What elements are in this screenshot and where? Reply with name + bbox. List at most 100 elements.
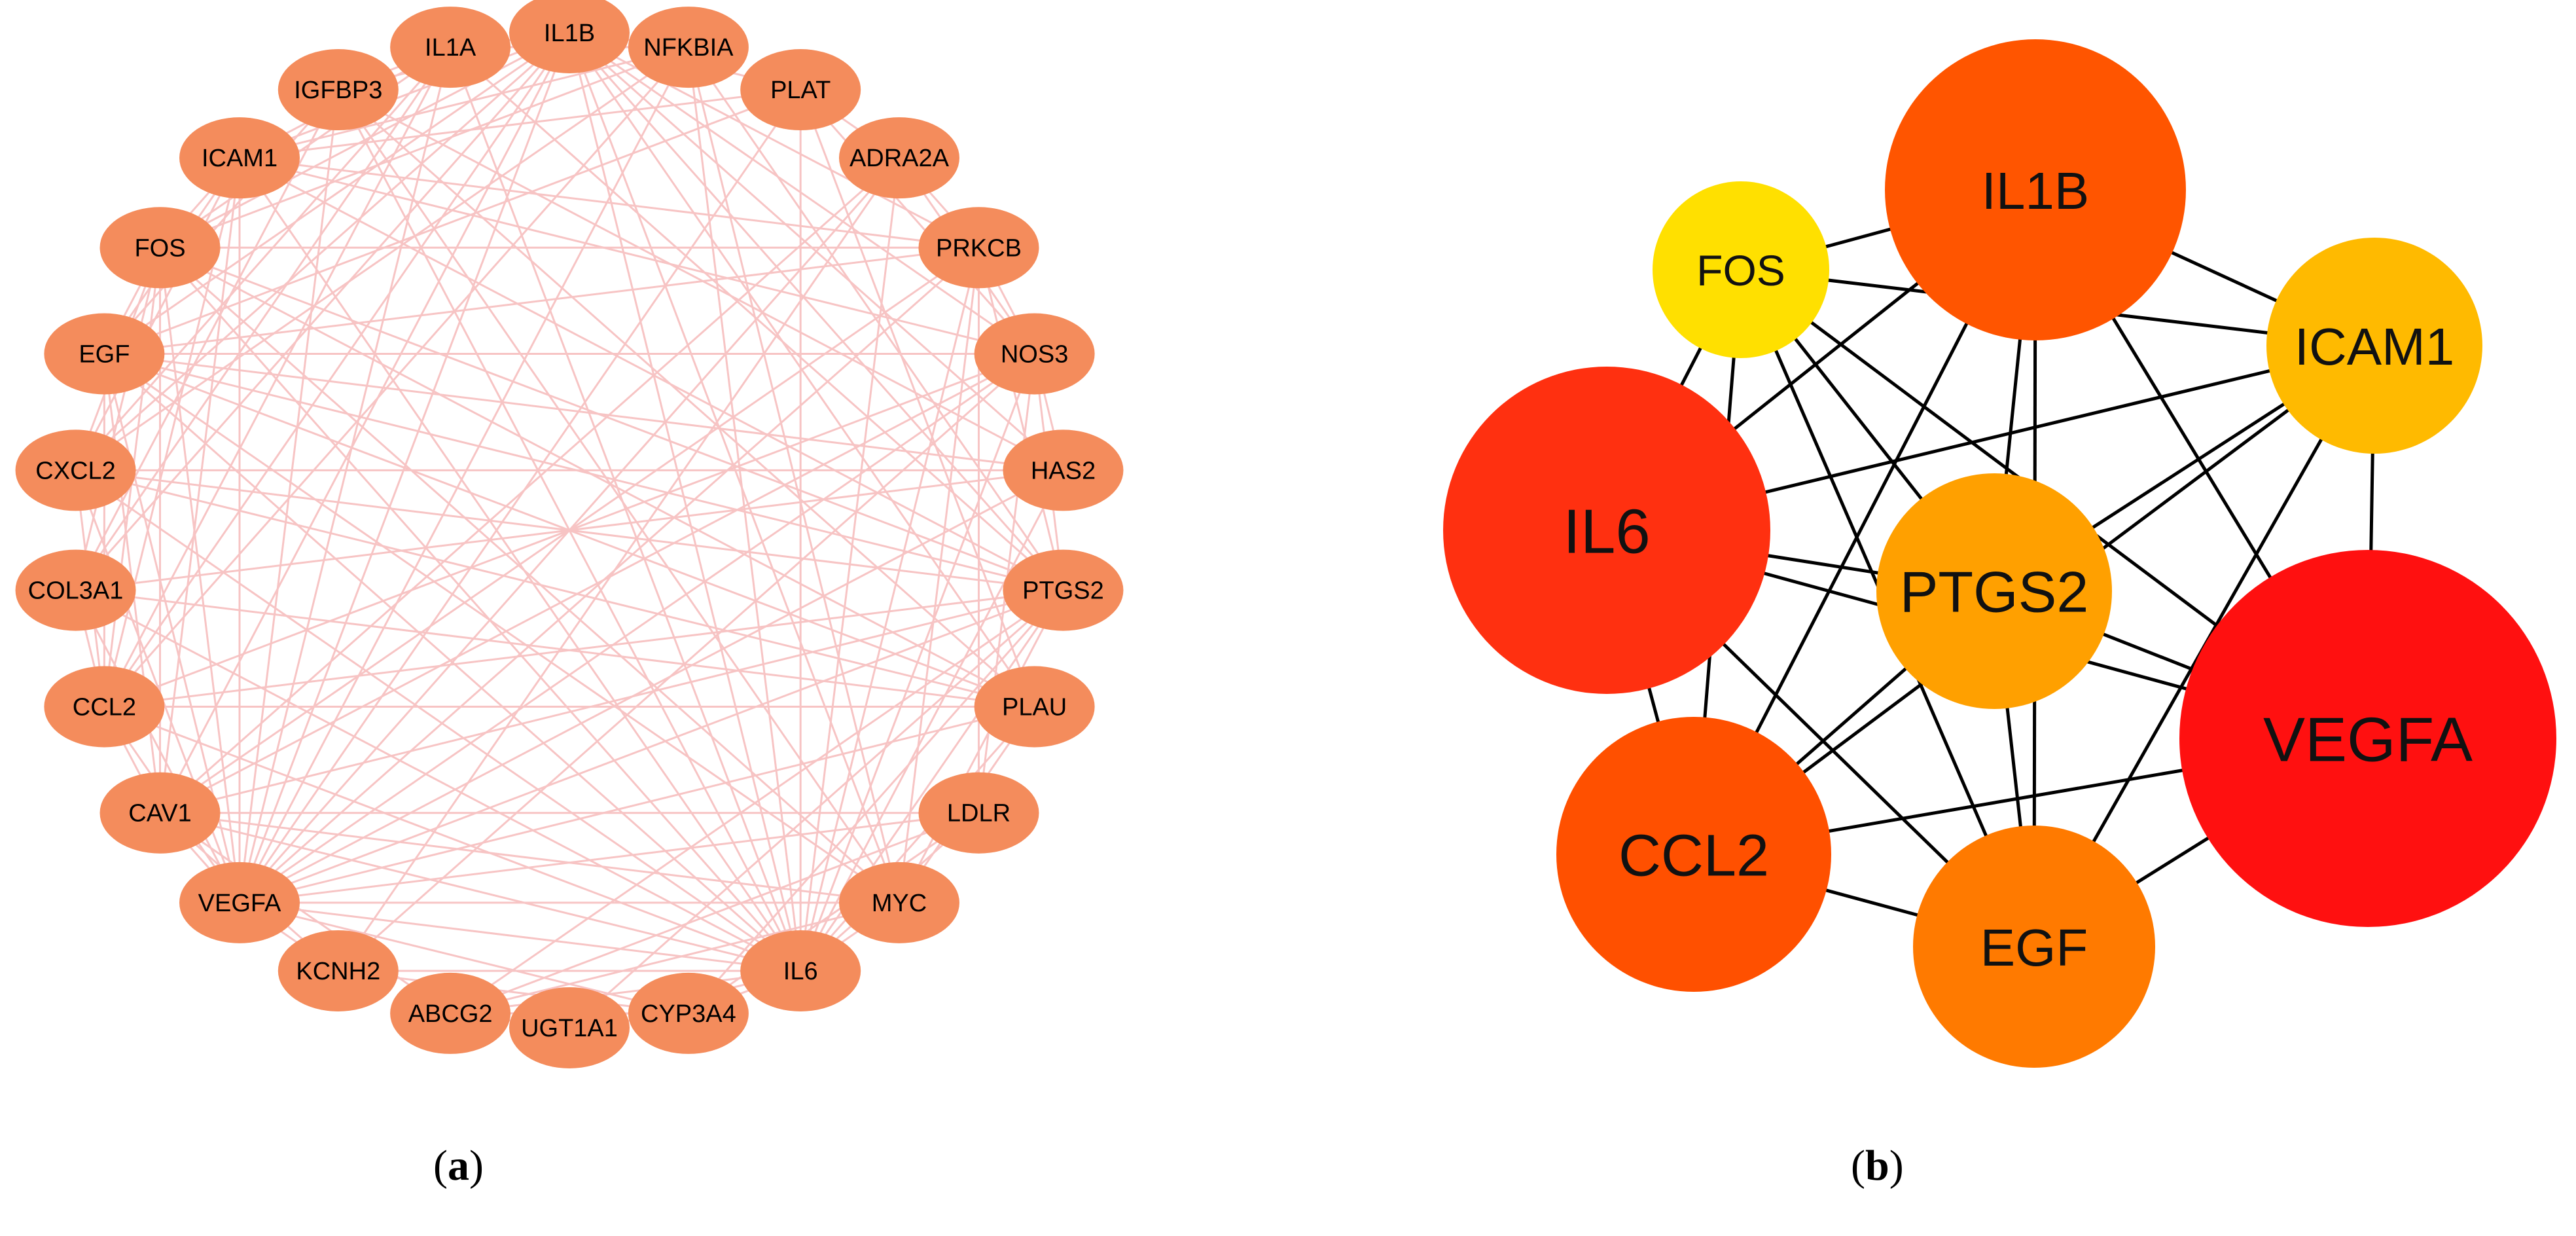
edge-plau-cxcl2 xyxy=(75,469,1035,708)
node-ellipse xyxy=(1003,429,1124,511)
node-label: PLAT xyxy=(770,77,831,104)
hub-node-il1b: IL1B xyxy=(1885,39,2186,340)
node-ellipse xyxy=(628,7,749,88)
edge-il6-il1b xyxy=(568,32,802,972)
edge-ptgs2-cyp3a4 xyxy=(687,589,1064,1014)
node-ellipse xyxy=(15,549,136,631)
node-label: COL3A1 xyxy=(28,577,124,605)
node-ellipse xyxy=(179,117,300,199)
node-fos: FOS xyxy=(99,207,221,289)
node-ellipse xyxy=(918,207,1039,289)
hub-node-label: ICAM1 xyxy=(2295,318,2455,376)
edge-il1a-cxcl2 xyxy=(75,46,452,471)
edge-il1b-nos3 xyxy=(569,31,1035,355)
node-ellipse xyxy=(918,772,1039,854)
edge-igfbp3-has2 xyxy=(338,88,1064,471)
edge-nos3-plat xyxy=(800,89,1035,355)
edge-vegfa-il1a xyxy=(238,46,452,903)
edge-myc-cav1 xyxy=(160,812,900,904)
edge-plau-igfbp3 xyxy=(337,88,1035,708)
hub-node-il6: IL6 xyxy=(1443,367,1770,694)
node-ellipse xyxy=(179,862,300,943)
node-ldlr: LDLR xyxy=(918,772,1039,854)
node-ugt1a1: UGT1A1 xyxy=(509,987,630,1068)
caption-close-paren: ) xyxy=(1889,1142,1904,1190)
hub-node-circle xyxy=(2266,238,2482,454)
edge-fos-col3a1 xyxy=(75,247,161,591)
hub-node-fos: FOS xyxy=(1653,181,1829,358)
edge-il1a-col3a1 xyxy=(75,46,452,591)
edge-il1b-icam1 xyxy=(239,31,570,159)
edge-vegfa-nfkbia xyxy=(238,46,690,903)
caption-letter: a xyxy=(447,1142,469,1190)
hub-node-ptgs2: PTGS2 xyxy=(1876,473,2112,709)
edge-nos3-cav1 xyxy=(159,353,1035,814)
node-il6: IL6 xyxy=(740,930,861,1011)
edge-myc-abcg2 xyxy=(450,901,900,1015)
node-label: PRKCB xyxy=(936,234,1022,262)
hub-node-label: PTGS2 xyxy=(1900,560,2089,625)
edge-fos-nfkbia xyxy=(160,46,689,249)
panel-a-ppi-network: IL1BNFKBIAPLATADRA2APRKCBNOS3HAS2PTGS2PL… xyxy=(15,0,1124,1068)
edge-vegfa-has2 xyxy=(239,469,1064,904)
node-prkcb: PRKCB xyxy=(918,207,1039,289)
hub-node-label: CCL2 xyxy=(1619,823,1769,888)
edge-il1b-has2 xyxy=(569,31,1064,471)
edge-myc-nfkbia xyxy=(687,46,901,903)
node-ptgs2: PTGS2 xyxy=(1003,549,1124,631)
node-ellipse xyxy=(390,7,511,88)
edge-ptgs2-il1a xyxy=(450,46,1064,591)
hub-node-label: VEGFA xyxy=(2263,705,2473,775)
edge-icam1-nos3 xyxy=(239,156,1035,355)
node-label: MYC xyxy=(872,890,927,917)
edge-il1b-cav1 xyxy=(159,32,571,814)
node-igfbp3: IGFBP3 xyxy=(277,49,399,131)
panel-a-nodes: IL1BNFKBIAPLATADRA2APRKCBNOS3HAS2PTGS2PL… xyxy=(15,0,1124,1068)
caption-open-paren: ( xyxy=(433,1142,448,1190)
edge-nos3-kcnh2 xyxy=(337,353,1035,972)
node-ellipse xyxy=(509,0,630,73)
node-ellipse xyxy=(44,313,165,395)
node-cav1: CAV1 xyxy=(99,772,221,854)
node-nfkbia: NFKBIA xyxy=(628,7,749,88)
node-ellipse xyxy=(277,930,399,1011)
node-label: VEGFA xyxy=(198,890,281,917)
panel-b-caption: (b) xyxy=(1851,1144,1904,1188)
node-ellipse xyxy=(1003,549,1124,631)
caption-letter: b xyxy=(1865,1142,1889,1190)
edge-il6-plau xyxy=(800,706,1035,972)
edge-kcnh2-adra2a xyxy=(337,157,901,972)
edge-vegfa-col3a1 xyxy=(75,589,241,903)
node-label: IGFBP3 xyxy=(294,77,382,104)
edge-cav1-abcg2 xyxy=(159,812,451,1015)
node-label: CYP3A4 xyxy=(641,1000,736,1028)
edge-ldlr-abcg2 xyxy=(450,812,979,1015)
node-label: LDLR xyxy=(947,800,1011,827)
node-ellipse xyxy=(974,313,1095,395)
node-label: PTGS2 xyxy=(1022,577,1104,605)
node-label: CXCL2 xyxy=(35,457,116,484)
node-ccl2: CCL2 xyxy=(44,666,165,748)
edge-il1b-ptgs2 xyxy=(568,32,1064,591)
edge-egf-myc xyxy=(103,353,900,904)
hub-node-circle xyxy=(1876,473,2112,709)
edge-ldlr-cyp3a4 xyxy=(688,812,980,1015)
hub-node-circle xyxy=(2179,550,2556,927)
edge-col3a1-has2 xyxy=(75,469,1064,592)
caption-close-paren: ) xyxy=(469,1142,484,1190)
edge-ccl2-il1a xyxy=(103,46,452,708)
node-vegfa: VEGFA xyxy=(179,862,300,943)
edge-vegfa-nos3 xyxy=(239,353,1035,904)
node-ellipse xyxy=(99,772,221,854)
edge-ptgs2-fos xyxy=(160,246,1064,592)
hub-node-circle xyxy=(1653,181,1829,358)
node-label: KCNH2 xyxy=(296,958,380,985)
node-ellipse xyxy=(838,117,959,199)
edge-plau-col3a1 xyxy=(75,589,1035,708)
node-ellipse xyxy=(44,666,165,748)
node-ellipse xyxy=(99,207,221,289)
edge-cav1-adra2a xyxy=(159,157,900,814)
node-label: EGF xyxy=(79,341,130,369)
